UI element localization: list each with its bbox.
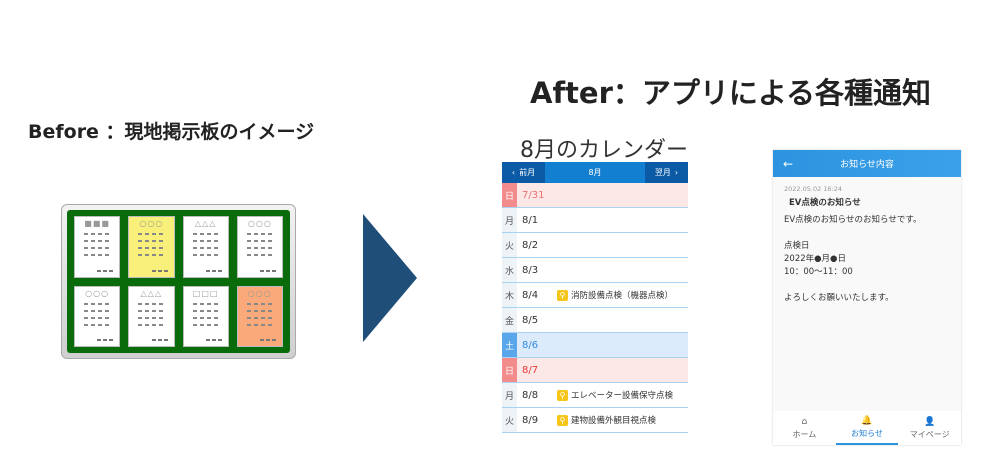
day-of-week: 木 [502, 283, 517, 307]
paper-title: △△△ [140, 288, 163, 298]
bulletin-board-illustration: ■■■ ○○○ △△△ ○○○ ○○○ △△△ □□□ ○○○ [61, 204, 296, 359]
search-icon: ⚲ [557, 289, 568, 301]
paper-title: ○○○ [247, 288, 272, 298]
calendar-row[interactable]: 水 8/3 [502, 258, 688, 283]
calendar-row[interactable]: 木 8/4 ⚲消防設備点検（機器点検） [502, 283, 688, 308]
search-icon: ⚲ [557, 389, 568, 401]
board-paper: □□□ [182, 285, 229, 347]
board-paper: ○○○ [128, 216, 175, 278]
before-title: Before ：現地掲示板のイメージ [28, 121, 315, 143]
nav-label: お知らせ [851, 428, 883, 438]
date: 8/2 [522, 239, 539, 251]
paper-title: ○○○ [247, 219, 272, 228]
calendar-row[interactable]: 日 7/31 [502, 183, 688, 208]
board-paper: △△△ [182, 216, 229, 278]
notice-line: EV点検のお知らせのお知らせです。 [784, 215, 922, 225]
paper-title: △△△ [194, 219, 217, 228]
calendar-title: 8月のカレンダー [520, 138, 688, 163]
day-of-week: 日 [502, 358, 517, 382]
notice-line [784, 227, 950, 240]
notice-title: EV点検のお知らせ [789, 198, 861, 208]
calendar-row[interactable]: 月 8/8 ⚲エレベーター設備保守点検 [502, 383, 688, 408]
event-label: エレベーター設備保守点検 [571, 391, 674, 401]
calendar-event[interactable]: ⚲消防設備点検（機器点検） [557, 289, 673, 301]
notice-line [784, 279, 950, 292]
notice-header: お知らせ内容 [840, 160, 894, 170]
calendar-row[interactable]: 月 8/1 [502, 208, 688, 233]
notice-line: 10：00〜11：00 [784, 267, 853, 277]
board-paper: ○○○ [236, 285, 283, 347]
date: 8/1 [522, 214, 539, 226]
event-label: 建物設備外観目視点検 [571, 416, 657, 426]
day-of-week: 日 [502, 183, 517, 207]
date: 8/4 [522, 289, 539, 301]
date: 8/5 [522, 314, 539, 326]
nav-label: ホーム [792, 429, 817, 439]
date: 7/31 [522, 189, 545, 201]
date: 8/3 [522, 264, 539, 276]
prev-label: 前月 [519, 168, 536, 177]
date: 8/9 [522, 414, 539, 426]
event-label: 消防設備点検（機器点検） [571, 291, 674, 301]
next-label: 翌月 [654, 168, 671, 177]
current-month: 8月 [545, 162, 645, 183]
prev-month-button[interactable]: ‹前月 [502, 162, 545, 183]
board-paper: ○○○ [236, 216, 283, 278]
notice-line: よろしくお願いいたします。 [784, 293, 894, 303]
nav-icon: 👤 [924, 416, 936, 427]
day-of-week: 火 [502, 408, 517, 432]
calendar-row[interactable]: 金 8/5 [502, 308, 688, 333]
calendar-event[interactable]: ⚲建物設備外観目視点検 [557, 414, 656, 426]
notice-timestamp: 2022.05.02 16:24 [784, 185, 843, 193]
calendar-row[interactable]: 土 8/6 [502, 333, 688, 358]
day-of-week: 月 [502, 208, 517, 232]
nav-tab[interactable]: 🔔 お知らせ [835, 411, 899, 445]
chevron-right-icon: › [674, 168, 679, 177]
arrow-right-icon [363, 214, 417, 342]
day-of-week: 金 [502, 308, 517, 332]
day-of-week: 月 [502, 383, 517, 407]
date: 8/6 [522, 339, 539, 351]
chevron-left-icon: ‹ [511, 168, 516, 177]
next-month-button[interactable]: 翌月› [645, 162, 688, 183]
calendar-row[interactable]: 火 8/9 ⚲建物設備外観目視点検 [502, 408, 688, 433]
nav-tab[interactable]: 👤 マイページ [898, 411, 961, 445]
after-title: After：アプリによる各種通知 [530, 76, 932, 110]
back-arrow-icon[interactable]: ← [783, 156, 794, 171]
nav-tab[interactable]: ⌂ ホーム [773, 411, 836, 445]
paper-title: ■■■ [84, 219, 110, 228]
calendar-row[interactable]: 日 8/7 [502, 358, 688, 383]
date: 8/7 [522, 364, 539, 376]
notice-line: 2022年●月●日 [784, 254, 846, 264]
paper-title: ○○○ [85, 288, 110, 298]
notice-line: 点検日 [784, 241, 810, 251]
nav-label: マイページ [909, 429, 950, 439]
board-paper: ○○○ [74, 285, 121, 347]
paper-title: ○○○ [139, 219, 164, 228]
board-paper: △△△ [128, 285, 175, 347]
calendar-row[interactable]: 火 8/2 [502, 233, 688, 258]
calendar-event[interactable]: ⚲エレベーター設備保守点検 [557, 389, 673, 401]
day-of-week: 土 [502, 333, 517, 357]
day-of-week: 火 [502, 233, 517, 257]
nav-icon: ⌂ [801, 416, 808, 427]
nav-icon: 🔔 [861, 415, 873, 426]
paper-title: □□□ [192, 288, 219, 298]
notice-screen: ← お知らせ内容 2022.05.02 16:24 EV点検のお知らせ EV点検の… [773, 150, 961, 445]
search-icon: ⚲ [557, 414, 568, 426]
day-of-week: 水 [502, 258, 517, 282]
date: 8/8 [522, 389, 539, 401]
board-paper: ■■■ [74, 216, 121, 278]
